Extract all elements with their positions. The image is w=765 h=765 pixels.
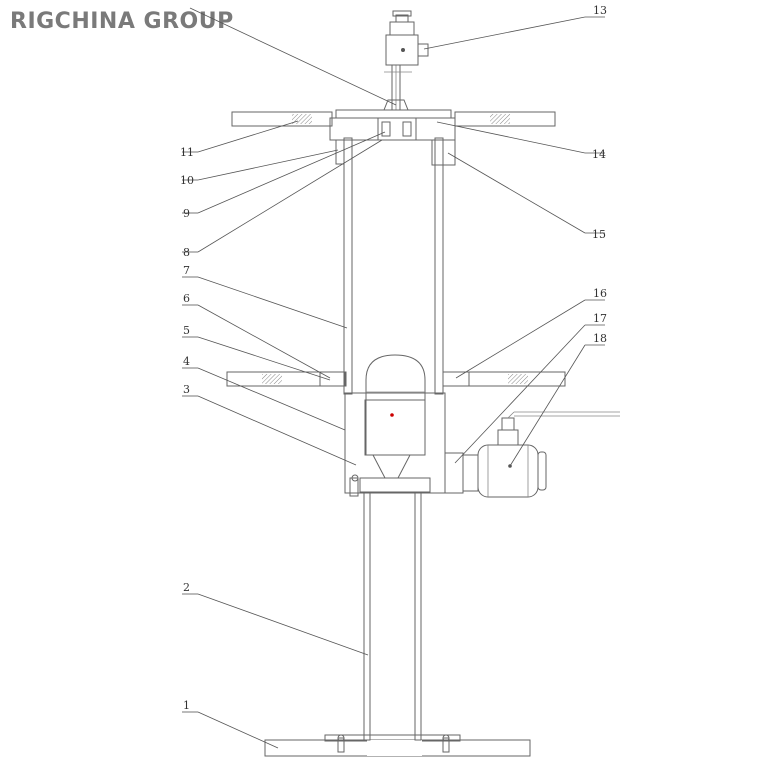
callout-8: 8 bbox=[183, 246, 190, 259]
callout-9: 9 bbox=[183, 207, 190, 220]
top-valve bbox=[383, 10, 429, 111]
callout-labels: 1 2 3 4 5 6 7 8 9 10 11 13 14 15 16 17 1… bbox=[180, 4, 607, 712]
callout-14: 14 bbox=[592, 148, 606, 161]
callout-16: 16 bbox=[593, 287, 607, 300]
brand-logo-text: RIGCHINA GROUP bbox=[10, 9, 234, 34]
top-cap bbox=[231, 109, 556, 166]
base-plate bbox=[264, 734, 531, 757]
cylinder-tube bbox=[343, 137, 444, 395]
callout-4: 4 bbox=[183, 355, 190, 368]
callout-5: 5 bbox=[183, 324, 190, 337]
lower-body bbox=[344, 392, 464, 497]
side-ball-valve bbox=[462, 411, 620, 498]
lower-handles bbox=[226, 371, 566, 387]
center-mark bbox=[390, 413, 394, 417]
callout-7: 7 bbox=[183, 264, 190, 277]
callout-15: 15 bbox=[592, 228, 606, 241]
callout-18: 18 bbox=[593, 332, 607, 345]
leader-lines bbox=[182, 7, 605, 749]
callout-11: 11 bbox=[180, 146, 194, 159]
callout-13: 13 bbox=[593, 4, 607, 17]
callout-2: 2 bbox=[183, 581, 190, 594]
callout-6: 6 bbox=[183, 292, 190, 305]
callout-3: 3 bbox=[183, 383, 190, 396]
callout-17: 17 bbox=[593, 312, 607, 325]
callout-10: 10 bbox=[180, 174, 194, 187]
callout-1: 1 bbox=[183, 699, 190, 712]
support-column bbox=[363, 491, 422, 741]
piston bbox=[365, 354, 426, 456]
